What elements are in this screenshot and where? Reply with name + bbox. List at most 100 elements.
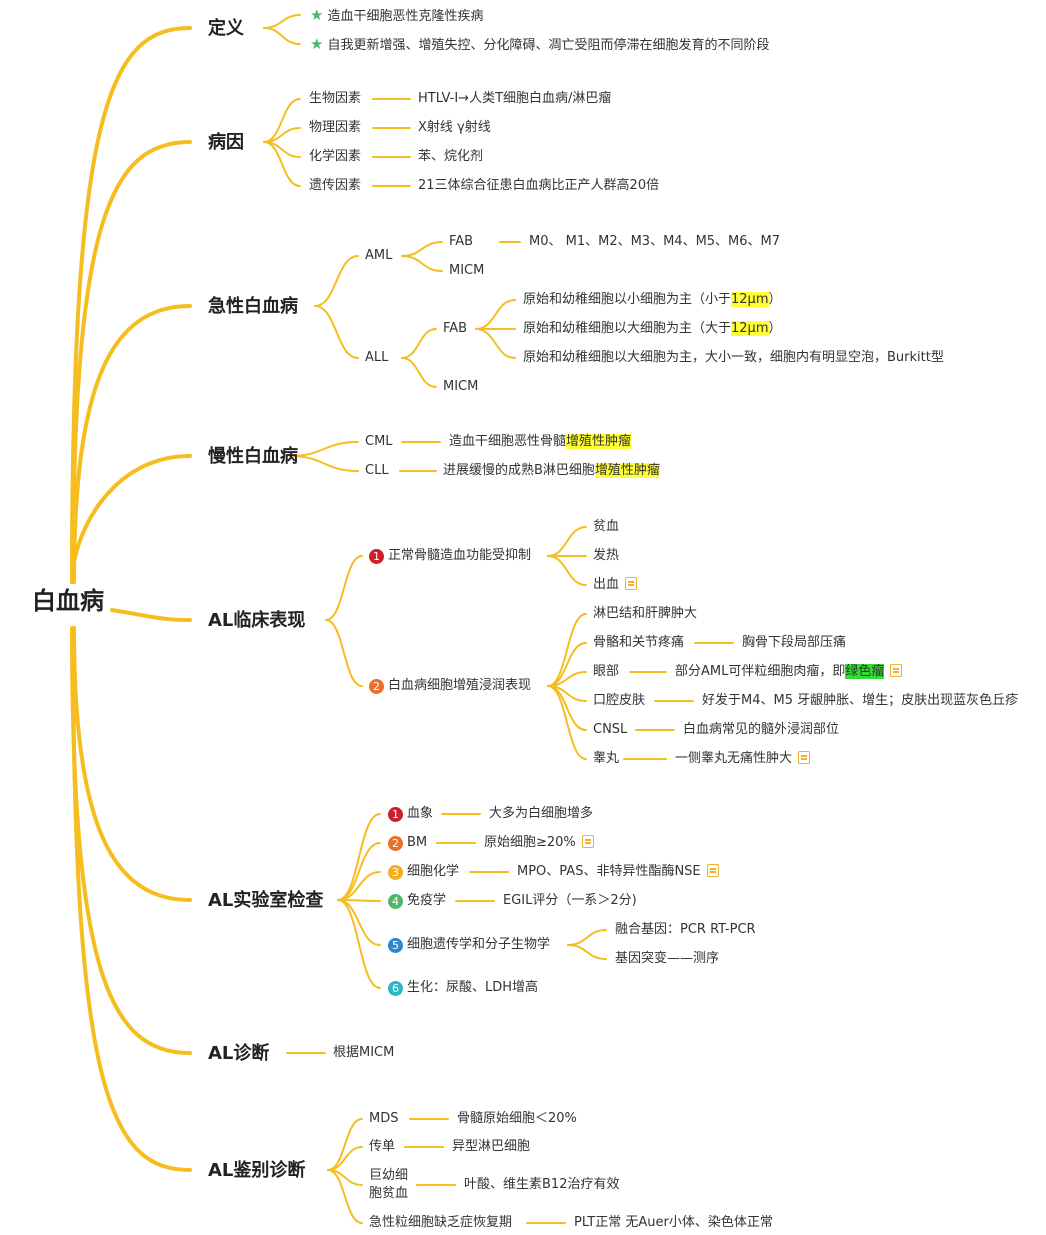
- root-branch: [70, 454, 192, 584]
- cause-bio-label: 生物因素: [309, 91, 362, 106]
- branch-curve: [325, 619, 363, 687]
- lab-item-5-fusion: 融合基因：PCR RT-PCR: [615, 922, 756, 937]
- branch-curve: [401, 357, 437, 388]
- diff-mega-line-2: 胞贫血: [369, 1186, 409, 1201]
- root-branch: [71, 626, 192, 1172]
- aml-fab-node: FAB: [449, 234, 474, 249]
- note-icon[interactable]: [706, 864, 719, 877]
- number-3-badge: 3: [388, 865, 403, 880]
- note-icon[interactable]: [798, 751, 811, 764]
- root-branch: [72, 304, 192, 584]
- aml-fab-types: M0、 M1、M2、M3、M4、M5、M6、M7: [529, 234, 781, 249]
- branch-curve: [327, 1146, 363, 1171]
- clinical-fever: 发热: [593, 548, 620, 563]
- clinical-eye-detail: 部分AML可伴粒细胞肉瘤，即绿色瘤: [675, 664, 903, 680]
- clinical-testis: 睾丸: [593, 751, 620, 766]
- branch-curve: [337, 899, 381, 989]
- star-icon: ★: [310, 6, 324, 24]
- branch-curve: [337, 842, 381, 901]
- cause-bio-value: HTLV-Ⅰ→人类T细胞白血病/淋巴瘤: [418, 91, 612, 106]
- cll-node: CLL: [365, 463, 389, 478]
- number-6-badge: 6: [388, 981, 403, 996]
- diff-mds: MDS: [369, 1111, 399, 1126]
- branch-curve: [263, 14, 301, 29]
- number-2-badge: 2: [388, 836, 403, 851]
- branch-curve: [314, 255, 359, 307]
- category-al-lab: AL实验室检查: [208, 890, 324, 911]
- diff-mds-detail: 骨髓原始细胞＜20%: [457, 1111, 577, 1126]
- branch-curve: [289, 455, 359, 472]
- lab-item-5-mutation: 基因突变——测序: [615, 951, 720, 966]
- branch-curve: [547, 613, 587, 687]
- branch-curve: [547, 555, 587, 586]
- clinical-testis-detail: 一侧睾丸无痛性肿大: [675, 751, 811, 767]
- clinical-bleeding: 出血: [593, 577, 638, 593]
- star-icon: ★: [310, 35, 324, 53]
- number-2-badge: 2: [369, 679, 384, 694]
- category-definition: 定义: [208, 18, 244, 39]
- root-branch: [71, 140, 192, 584]
- clinical-cnsl: CNSL: [593, 722, 628, 737]
- category-al-differential: AL鉴别诊断: [208, 1160, 306, 1181]
- clinical-lymph: 淋巴结和肝脾肿大: [593, 606, 698, 621]
- aml-node: AML: [365, 248, 393, 263]
- branch-curve: [263, 27, 301, 45]
- root-branch: [72, 626, 192, 902]
- cml-node: CML: [365, 434, 393, 449]
- branch-curve: [314, 305, 359, 359]
- diagnosis-detail: 根据MICM: [333, 1045, 395, 1060]
- definition-item-1: ★造血干细胞恶性克隆性疾病: [310, 6, 484, 24]
- branch-curve: [567, 944, 607, 960]
- branch-curve: [547, 526, 587, 557]
- lab-item-3-detail: MPO、PAS、非特异性酯酶NSE: [517, 864, 719, 880]
- number-1-badge: 1: [388, 807, 403, 822]
- clinical-bone-detail: 胸骨下段局部压痛: [742, 635, 847, 650]
- all-node: ALL: [365, 350, 389, 365]
- branch-curve: [475, 299, 516, 330]
- branch-curve: [325, 555, 363, 621]
- all-fab-l2: 原始和幼稚细胞以大细胞为主（大于12μm）: [523, 321, 782, 336]
- branch-curve: [475, 328, 516, 359]
- number-5-badge: 5: [388, 938, 403, 953]
- branch-curve: [263, 141, 301, 187]
- all-micm-node: MICM: [443, 379, 479, 394]
- branch-curve: [547, 685, 587, 760]
- number-1-badge: 1: [369, 549, 384, 564]
- diff-mega-detail: 叶酸、维生素B12治疗有效: [464, 1177, 620, 1192]
- number-4-badge: 4: [388, 894, 403, 909]
- clinical-eye: 眼部: [593, 664, 620, 679]
- clinical-oral: 口腔皮肤: [593, 693, 646, 708]
- root-branch: [70, 626, 192, 1055]
- category-acute-leukemia: 急性白血病: [208, 296, 298, 317]
- note-icon[interactable]: [625, 577, 638, 590]
- root-branch: [70, 26, 192, 584]
- clinical-anemia: 贫血: [593, 519, 620, 534]
- cause-gen-value: 21三体综合征患白血病比正产人群高20倍: [418, 178, 660, 193]
- aml-micm-node: MICM: [449, 263, 485, 278]
- category-cause: 病因: [208, 132, 244, 153]
- diff-mono-detail: 异型淋巴细胞: [452, 1139, 531, 1154]
- category-al-diagnosis: AL诊断: [208, 1043, 270, 1064]
- cll-detail: 进展缓慢的成熟B淋巴细胞增殖性肿瘤: [443, 463, 660, 478]
- category-al-clinical: AL临床表现: [208, 610, 306, 631]
- note-icon[interactable]: [890, 664, 903, 677]
- cause-phys-label: 物理因素: [309, 120, 362, 135]
- branch-curve: [567, 929, 607, 946]
- note-icon[interactable]: [581, 835, 594, 848]
- branch-curve: [327, 1169, 363, 1224]
- diff-mega-line-1: 巨幼细: [369, 1168, 409, 1183]
- branch-curve: [401, 328, 437, 359]
- clinical-bone: 骨骼和关节疼痛: [593, 635, 685, 650]
- lab-item-1-detail: 大多为白细胞增多: [489, 806, 594, 821]
- cause-chem-value: 苯、烷化剂: [418, 149, 484, 164]
- category-chronic-leukemia: 慢性白血病: [208, 446, 298, 467]
- diff-agran: 急性粒细胞缺乏症恢复期: [369, 1215, 513, 1230]
- lab-item-2-detail: 原始细胞≥20%: [484, 835, 594, 851]
